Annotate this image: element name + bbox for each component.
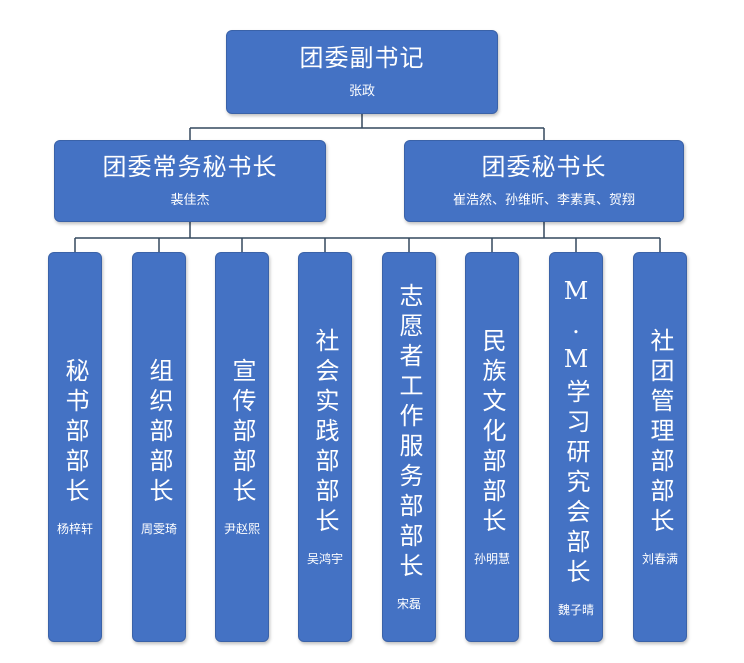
node-title: 社会实践部部长 xyxy=(311,327,339,538)
node-person: 杨梓轩 xyxy=(56,521,93,536)
node-title: 民族文化部部长 xyxy=(478,327,506,538)
node-title: 志愿者工作服务部部长 xyxy=(395,282,423,583)
node-person: 宋磊 xyxy=(396,596,421,611)
node-dept-secretariat: 秘书部部长 杨梓轩 xyxy=(48,252,102,642)
node-title: 社团管理部部长 xyxy=(646,327,674,538)
node-person: 周雯琦 xyxy=(140,521,177,536)
node-person: 尹赵熙 xyxy=(223,521,260,536)
node-dept-organization: 组织部部长 周雯琦 xyxy=(132,252,186,642)
node-dept-ethnic-culture: 民族文化部部长 孙明慧 xyxy=(465,252,519,642)
node-person: 裴佳杰 xyxy=(170,192,210,208)
node-title: 秘书部部长 xyxy=(61,357,89,508)
node-executive-secretary-general: 团委常务秘书长 裴佳杰 xyxy=(54,140,326,222)
node-person: 张政 xyxy=(348,83,375,99)
node-dept-club-management: 社团管理部部长 刘春满 xyxy=(633,252,687,642)
node-title: 团委秘书长 xyxy=(481,153,607,182)
node-dept-social-practice: 社会实践部部长 吴鸿宇 xyxy=(298,252,352,642)
node-person: 崔浩然、孙维昕、李素真、贺翔 xyxy=(452,192,635,208)
node-title: 团委常务秘书长 xyxy=(102,153,278,182)
node-person: 孙明慧 xyxy=(473,551,510,566)
root-node-deputy-secretary: 团委副书记 张政 xyxy=(226,30,498,114)
node-dept-mm-study-society: M.M学习研究会部长 魏子晴 xyxy=(549,252,603,642)
node-person: 吴鸿宇 xyxy=(306,551,343,566)
node-dept-volunteer-service: 志愿者工作服务部部长 宋磊 xyxy=(382,252,436,642)
node-title: 组织部部长 xyxy=(145,357,173,508)
node-title: 团委副书记 xyxy=(299,44,425,73)
node-title: M.M学习研究会部长 xyxy=(562,276,590,589)
node-secretary-general: 团委秘书长 崔浩然、孙维昕、李素真、贺翔 xyxy=(404,140,684,222)
node-dept-publicity: 宣传部部长 尹赵熙 xyxy=(215,252,269,642)
node-person: 刘春满 xyxy=(641,551,678,566)
node-title: 宣传部部长 xyxy=(228,357,256,508)
node-person: 魏子晴 xyxy=(557,602,594,617)
